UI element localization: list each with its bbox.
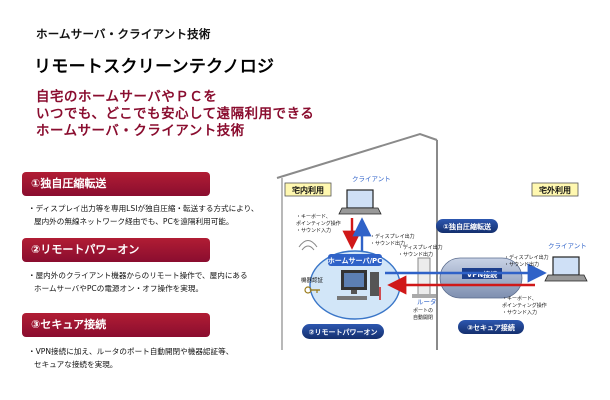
tagline-line-1: 自宅のホームサーバやＰＣを: [36, 90, 218, 105]
inhome-output-1: ・ディスプレイ出力: [370, 233, 415, 240]
feature-compression-desc-1: ・ディスプレイ出力等を専用LSIが独自圧縮・転送する方式により、: [28, 204, 259, 213]
feature-compression-desc-2: 屋内外の無線ネットワーク経由でも、PCを遠隔利用可能。: [34, 217, 234, 226]
server-output-1: ・ディスプレイ出力: [398, 244, 443, 251]
badge-compression: ①独自圧縮転送: [436, 219, 498, 233]
feature-power-desc-2: ホームサーバやPCの電源オン・オフ操作を実現。: [34, 284, 204, 293]
device-auth-label: 機器認証: [301, 276, 324, 284]
outdoor-output-2: ・サウンド出力: [504, 261, 539, 268]
outdoor-laptop-icon: [544, 256, 588, 282]
tagline-line-3: ホームサーバ・クライアント技術: [36, 124, 245, 139]
outdoor-input-1: ・キーボード、: [502, 295, 537, 302]
house-outline: [276, 132, 438, 350]
tagline-line-2: いつでも、どこでも安心して遠隔利用できる: [36, 107, 315, 122]
feature-secure-heading: ③セキュア接続: [22, 313, 210, 337]
home-server-keyboard-icon: [337, 296, 367, 300]
inhome-laptop-icon: [338, 189, 382, 215]
category-label: ホームサーバ・クライアント技術: [36, 27, 211, 41]
home-server-group: ホームサーバ/PC: [309, 250, 401, 320]
outdoor-output-1: ・ディスプレイ出力: [504, 254, 549, 261]
system-diagram: 宅内利用 宅外利用 クライアント ・キーボード、 ポインティング操作 ・サウンド…: [276, 132, 588, 350]
feature-secure-desc-1: ・VPN接続に加え、ルータのポート自動開閉や機器認証等、: [28, 347, 234, 356]
feature-compression-heading: ①独自圧縮転送: [22, 172, 210, 196]
in-home-label-box: 宅内利用: [284, 182, 332, 197]
outdoor-client-label: クライアント: [548, 242, 587, 250]
router-label-2: ポートの: [413, 307, 433, 314]
router-label: ルータ: [417, 297, 437, 306]
badge-power: ②リモートパワーオン: [302, 324, 384, 339]
home-server-label-bg: [328, 254, 382, 266]
outdoor-input-2: ポインティング操作: [502, 302, 547, 309]
router-icon: [412, 257, 436, 298]
outdoor-label-box: 宅外利用: [531, 182, 579, 197]
in-home-label: 宅内利用: [292, 185, 324, 195]
outdoor-input-3: ・サウンド入力: [502, 309, 537, 316]
vpn-label: VPN接続: [467, 270, 497, 279]
inhome-input-1: ・キーボード、: [296, 213, 331, 220]
inhome-client-label: クライアント: [352, 175, 391, 183]
server-output-2: ・サウンド出力: [398, 251, 433, 258]
key-icon: [304, 286, 320, 294]
inhome-input-3: ・サウンド入力: [296, 227, 331, 234]
feature-secure-desc-2: セキュアな接続を実現。: [34, 360, 118, 369]
router-label-3: 自動開閉: [413, 314, 433, 321]
wireless-waves-icon: [298, 240, 318, 251]
inhome-input-2: ポインティング操作: [296, 220, 341, 227]
inhome-output-2: ・サウンド出力: [370, 240, 405, 247]
feature-power-desc-1: ・屋内外のクライアント機器からのリモート操作で、屋内にある: [28, 271, 248, 280]
home-server-label: ホームサーバ/PC: [328, 257, 383, 265]
badge-secure-text: ③セキュア接続: [467, 323, 515, 332]
badge-secure: ③セキュア接続: [458, 320, 524, 334]
badge-power-text: ②リモートパワーオン: [309, 328, 378, 337]
home-server-tower-icon: [370, 272, 379, 296]
page-title: リモートスクリーンテクノロジ: [34, 57, 275, 77]
outdoor-label: 宅外利用: [539, 185, 571, 195]
badge-compression-text: ①独自圧縮転送: [443, 222, 492, 231]
feature-power-heading: ②リモートパワーオン: [22, 238, 210, 262]
